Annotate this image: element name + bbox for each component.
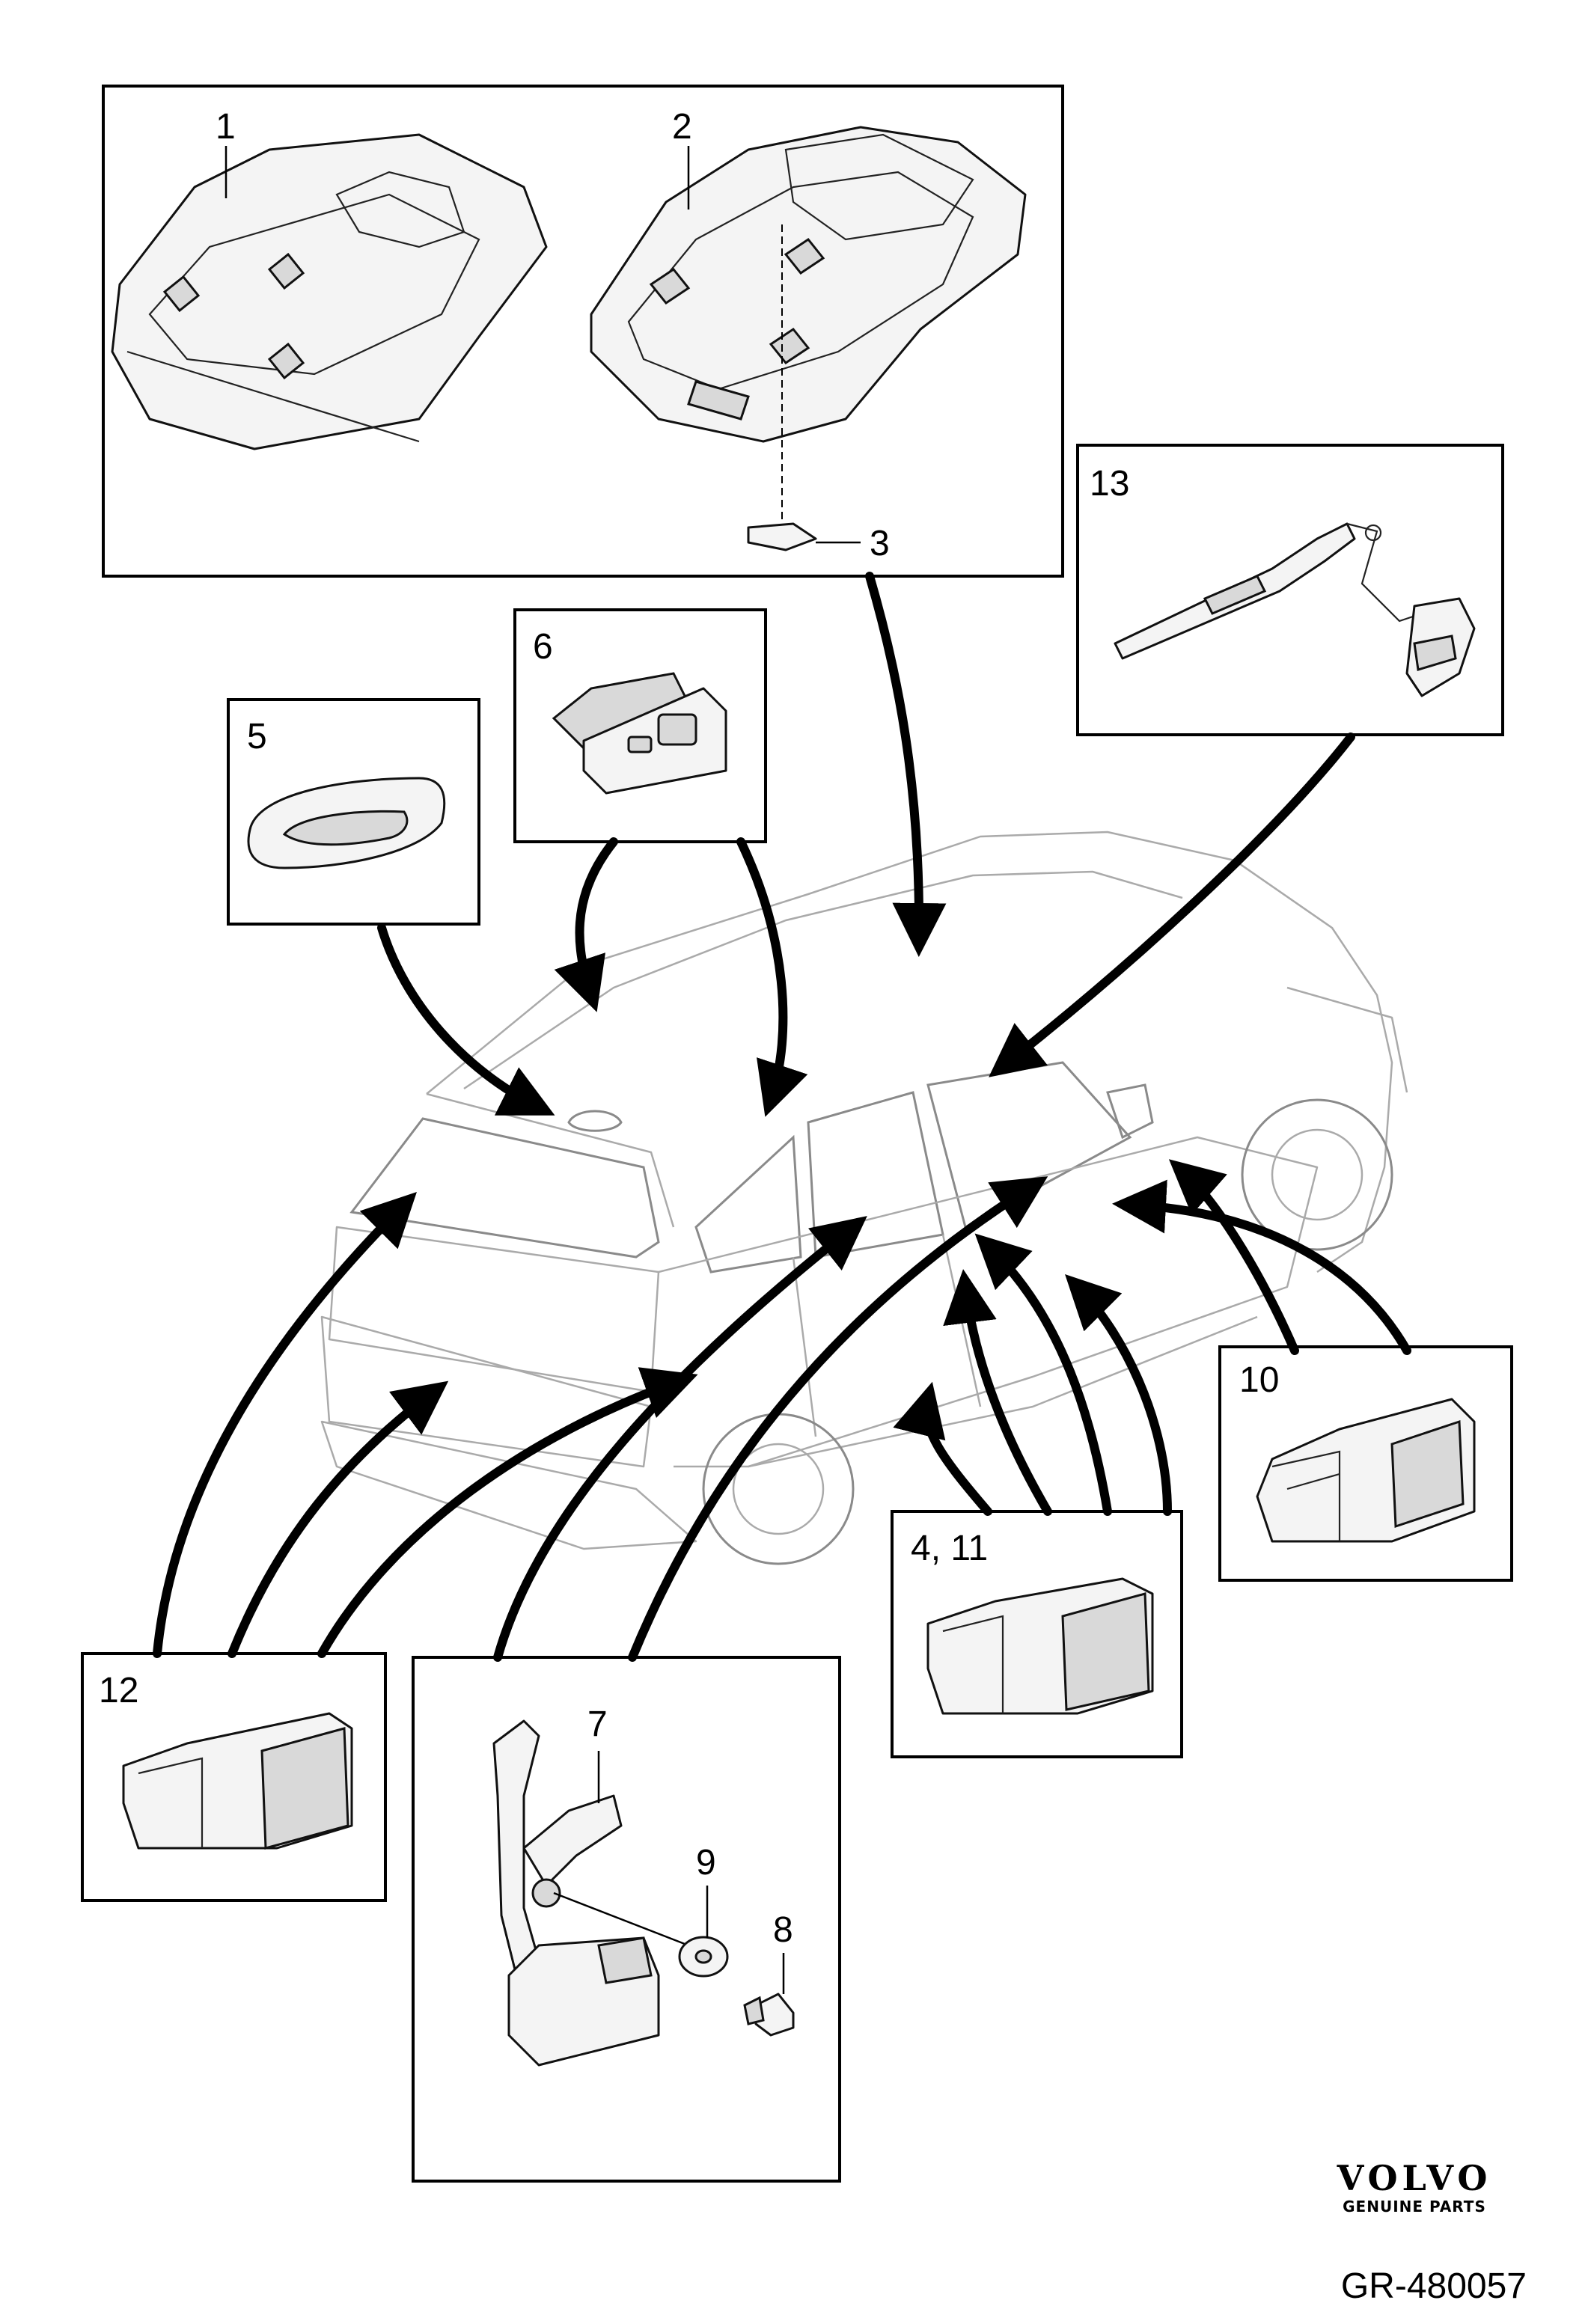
brand-subtitle: GENUINE PARTS: [1343, 2198, 1486, 2216]
arrow-box-6-left: [554, 837, 618, 1012]
detail-box-13: [1076, 444, 1504, 736]
washer-part-9: [678, 1936, 729, 1978]
arrow-box-4-11-c: [974, 1233, 1112, 1516]
roof-console-part-2: [590, 126, 1027, 443]
clip-part-3: [747, 522, 817, 551]
callout-9: 9: [696, 1843, 716, 1883]
arrow-box-7-a: [493, 1216, 867, 1662]
bracket-part-7: [492, 1719, 660, 2067]
arrow-box-10-a: [1168, 1159, 1299, 1355]
switch-part-6: [552, 672, 727, 795]
callout-8: 8: [773, 1910, 793, 1950]
arrow-box-7-b: [628, 1176, 1048, 1662]
callout-10: 10: [1239, 1360, 1279, 1400]
arrow-box-10-b: [1112, 1179, 1411, 1355]
callout-13: 13: [1090, 464, 1129, 504]
callout-2: 2: [672, 107, 692, 147]
arrow-box-12-a: [153, 1192, 417, 1658]
arrow-box-4-11-d: [1065, 1274, 1172, 1516]
arrow-box-12-c: [317, 1367, 698, 1658]
bolt-part-8: [743, 1993, 795, 2037]
arrow-box-4-11-b: [943, 1269, 1052, 1516]
callout-5: 5: [247, 717, 267, 756]
callout-7: 7: [587, 1704, 608, 1744]
arrow-box-6-right: [736, 837, 808, 1117]
lamp-part-10: [1256, 1398, 1476, 1543]
detail-box-7-8-9: [412, 1656, 841, 2183]
roof-console-part-1: [111, 133, 548, 450]
arrow-box-13: [989, 733, 1355, 1077]
lamp-part-4-11: [926, 1577, 1154, 1715]
callout-1: 1: [216, 107, 236, 147]
lamp-part-12: [122, 1712, 353, 1850]
reference-number: GR-480057: [1340, 2266, 1527, 2306]
callout-6: 6: [533, 627, 553, 667]
arrow-box-4-11-a: [893, 1381, 992, 1516]
lamp-part-5: [247, 777, 446, 869]
arrow-box-5: [377, 923, 555, 1116]
leader-part-9: [553, 1892, 689, 1947]
pointer-arrows: [153, 572, 1411, 1662]
callout-12: 12: [99, 1671, 138, 1710]
callout-4-11: 4, 11: [911, 1529, 988, 1568]
harness-part-13: [1114, 522, 1476, 697]
brand-logo: VOLVO GENUINE PARTS: [1302, 2159, 1527, 2216]
arrow-box-12-b: [227, 1380, 449, 1658]
brand-name: VOLVO: [1337, 2158, 1492, 2198]
arrow-box-1-3: [865, 572, 947, 957]
callout-3: 3: [870, 524, 890, 563]
